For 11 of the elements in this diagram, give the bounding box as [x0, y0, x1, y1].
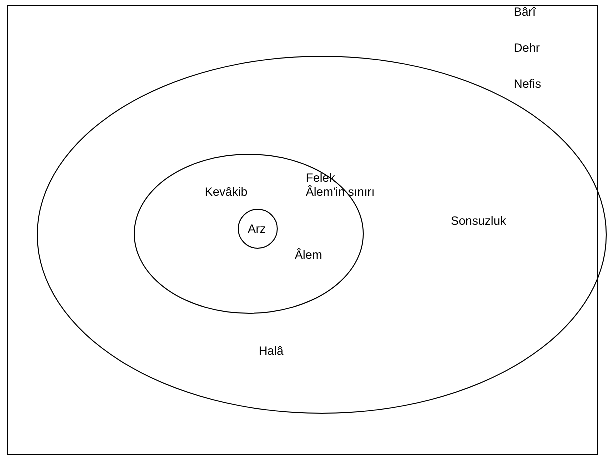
region-label: Sonsuzluk — [451, 214, 506, 228]
text-label: Bârî — [514, 5, 536, 19]
outer-ellipse — [37, 56, 607, 414]
region-label: Halâ — [259, 344, 284, 358]
center-circle — [238, 209, 278, 249]
region-label: Âlem — [295, 248, 322, 262]
region-label: Arz — [248, 222, 266, 236]
region-label: Kevâkib — [205, 185, 248, 199]
region-label: Âlem'in sınırı — [306, 185, 375, 199]
text-label: Dehr — [514, 41, 540, 55]
text-label: Nefis — [514, 77, 542, 91]
